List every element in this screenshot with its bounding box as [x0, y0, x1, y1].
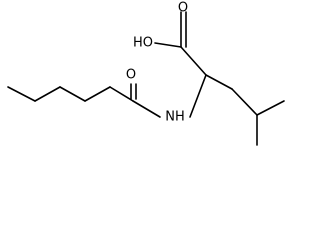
hexanoyl-bond-5 [109, 86, 134, 102]
amide-nitrogen-label: NH [165, 110, 185, 125]
amide-c-n-bond [132, 100, 161, 118]
chemical-structure: O HO O NH [7, 0, 285, 146]
hexanoyl-bond-3 [59, 86, 86, 102]
n-alpha-carbon-bond [189, 74, 207, 118]
chemical-structure-svg: O HO O NH [7, 1, 285, 146]
side-chain-bond-2 [256, 100, 285, 116]
amide-oxygen-label: O [126, 68, 136, 83]
hexanoyl-bond-4 [84, 86, 111, 102]
alpha-to-side-chain-bond [205, 74, 233, 90]
side-chain-bond-1 [231, 88, 258, 116]
hexanoyl-bond-1 [7, 86, 36, 102]
acid-oh-bond [154, 42, 182, 48]
alpha-to-acid-carbon-bond [180, 46, 207, 76]
hexanoyl-bond-2 [34, 86, 61, 102]
acid-oxygen-label: O [178, 1, 188, 16]
hydroxyl-label: HO [133, 36, 153, 51]
